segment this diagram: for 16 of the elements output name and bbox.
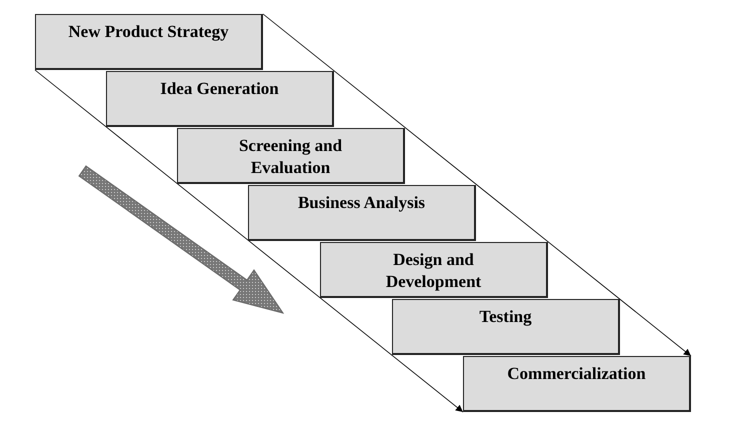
step-label: New Product Strategy bbox=[68, 21, 229, 43]
process-box bbox=[392, 299, 620, 355]
process-box bbox=[463, 356, 691, 412]
step-label: Testing bbox=[479, 306, 532, 328]
step-label: Commercialization bbox=[507, 363, 646, 385]
step-label: Idea Generation bbox=[160, 78, 279, 100]
step-label: Business Analysis bbox=[298, 192, 426, 214]
arrow bbox=[34, 70, 464, 412]
process-box bbox=[35, 14, 263, 70]
process-box bbox=[248, 185, 476, 241]
process-box bbox=[106, 71, 334, 127]
step-label: Design and Development bbox=[384, 249, 482, 293]
process-box bbox=[177, 128, 405, 184]
step-label: Screening and Evaluation bbox=[238, 135, 344, 179]
process-box bbox=[320, 242, 548, 298]
arrow bbox=[262, 14, 692, 356]
